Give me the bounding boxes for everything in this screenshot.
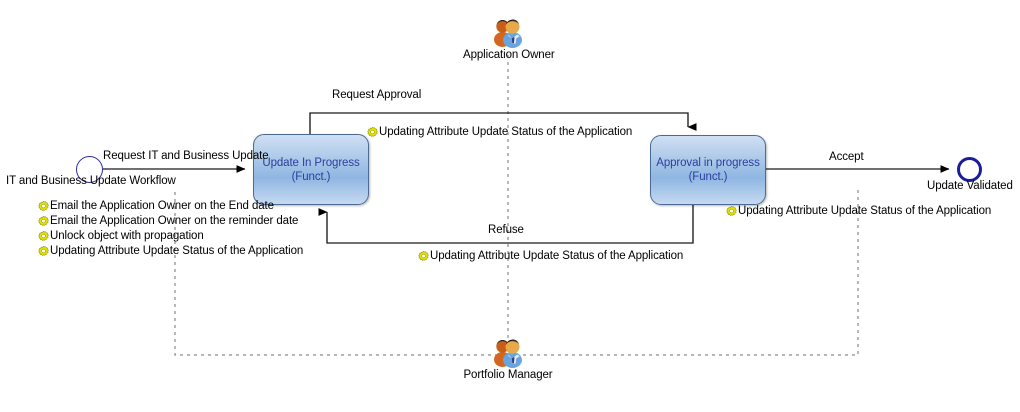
update-in-progress-label: Update In Progress (Funct.) (262, 156, 360, 183)
edge-label-refuse: Refuse (488, 224, 524, 236)
gear-icon (418, 250, 429, 261)
actor-label: Portfolio Manager (463, 369, 553, 381)
start-action-3: Unlock object with propagation (38, 230, 204, 242)
end-node[interactable] (957, 157, 982, 182)
actor-portfolio-manager[interactable]: Portfolio Manager (463, 334, 553, 381)
action-request-approval: Updating Attribute Update Status of the … (367, 126, 632, 138)
gear-icon (38, 215, 49, 226)
two-users-icon (494, 19, 522, 48)
start-action-1: Email the Application Owner on the End d… (38, 200, 274, 212)
action-accept: Updating Attribute Update Status of the … (726, 205, 991, 217)
gear-icon (38, 230, 49, 241)
edge-label-request-it-and-business-update: Request IT and Business Update (103, 150, 269, 162)
gear-icon (38, 245, 49, 256)
gear-icon (726, 205, 737, 216)
action-label: Unlock object with propagation (50, 230, 204, 242)
action-label: Updating Attribute Update Status of the … (430, 250, 684, 262)
end-node-label: Update Validated (927, 180, 1013, 192)
gear-icon (38, 200, 49, 211)
update-in-progress-state[interactable]: Update In Progress (Funct.) (253, 134, 369, 205)
start-node[interactable] (76, 156, 103, 183)
edge-request-approval (309, 112, 697, 134)
action-label: Email the Application Owner on the remin… (50, 215, 299, 227)
edge-label-request-approval: Request Approval (332, 89, 422, 101)
approval-in-progress-state[interactable]: Approval in progress (Funct.) (650, 135, 766, 205)
action-label: Updating Attribute Update Status of the … (50, 245, 304, 257)
action-label: Email the Application Owner on the End d… (50, 200, 274, 212)
two-users-icon (494, 339, 522, 368)
action-label: Updating Attribute Update Status of the … (738, 205, 992, 217)
actor-application-owner[interactable]: Application Owner (463, 14, 555, 61)
approval-in-progress-label: Approval in progress (Funct.) (656, 157, 760, 183)
gear-icon (367, 126, 378, 137)
edge-refuse (318, 205, 694, 244)
action-label: Updating Attribute Update Status of the … (379, 126, 633, 138)
action-refuse: Updating Attribute Update Status of the … (418, 250, 683, 262)
start-action-4: Updating Attribute Update Status of the … (38, 245, 303, 257)
start-action-2: Email the Application Owner on the remin… (38, 215, 298, 227)
start-node-label: IT and Business Update Workflow (6, 175, 176, 187)
edge-label-accept: Accept (829, 151, 864, 163)
actor-label: Application Owner (463, 49, 555, 61)
